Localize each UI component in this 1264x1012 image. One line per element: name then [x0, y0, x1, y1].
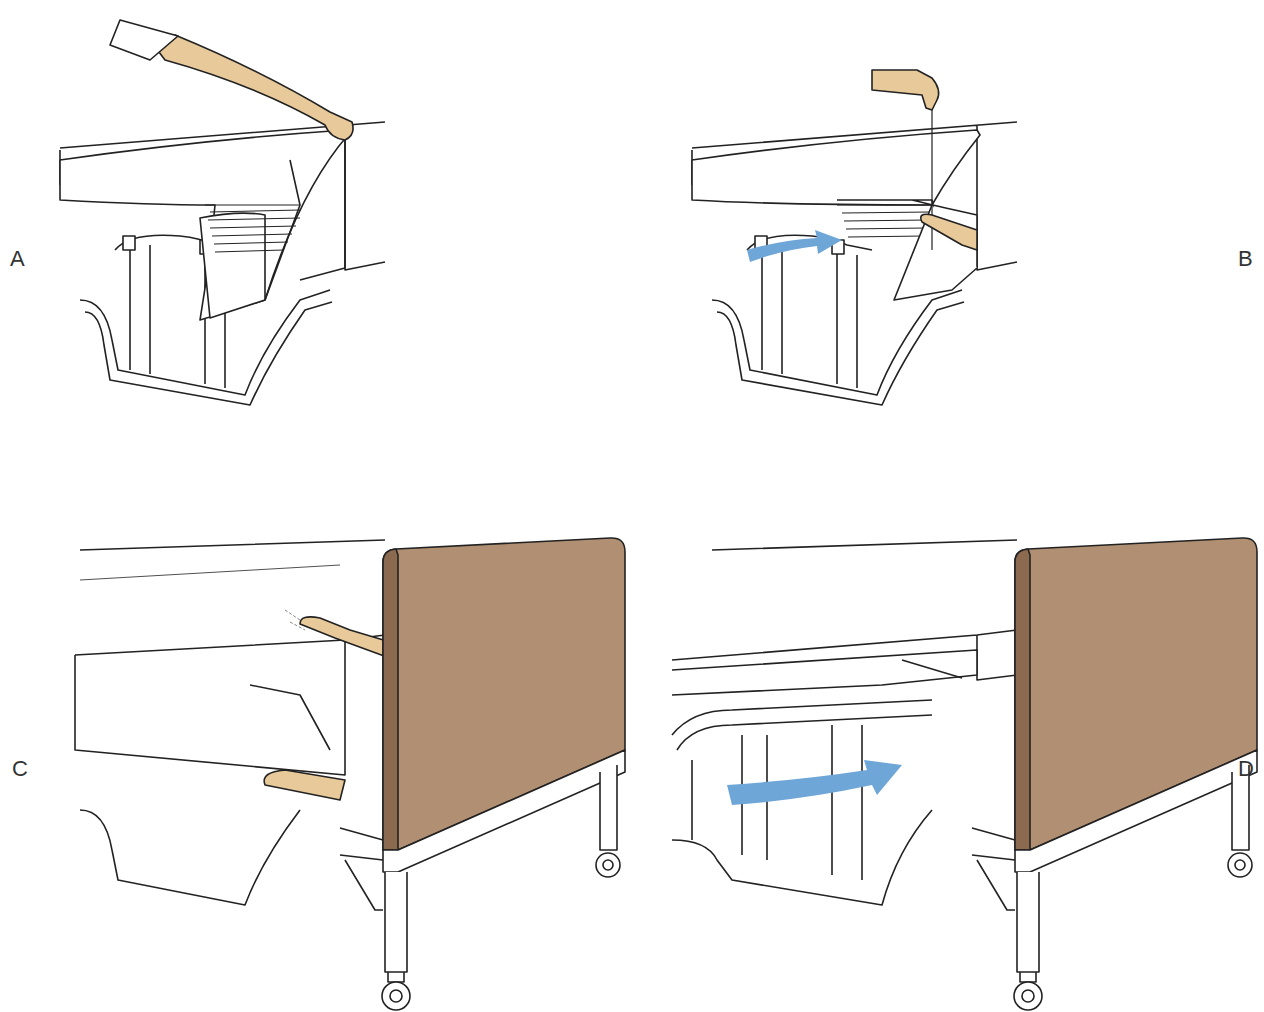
panel-d	[672, 538, 1257, 1010]
panel-letter: C	[12, 758, 28, 780]
panel-b	[692, 70, 1017, 405]
panel-letter: A	[10, 248, 25, 270]
panel-a	[60, 20, 385, 405]
panel-letter: D	[1238, 758, 1254, 780]
panel-letter: B	[1238, 248, 1253, 270]
panel-c	[75, 538, 625, 1010]
